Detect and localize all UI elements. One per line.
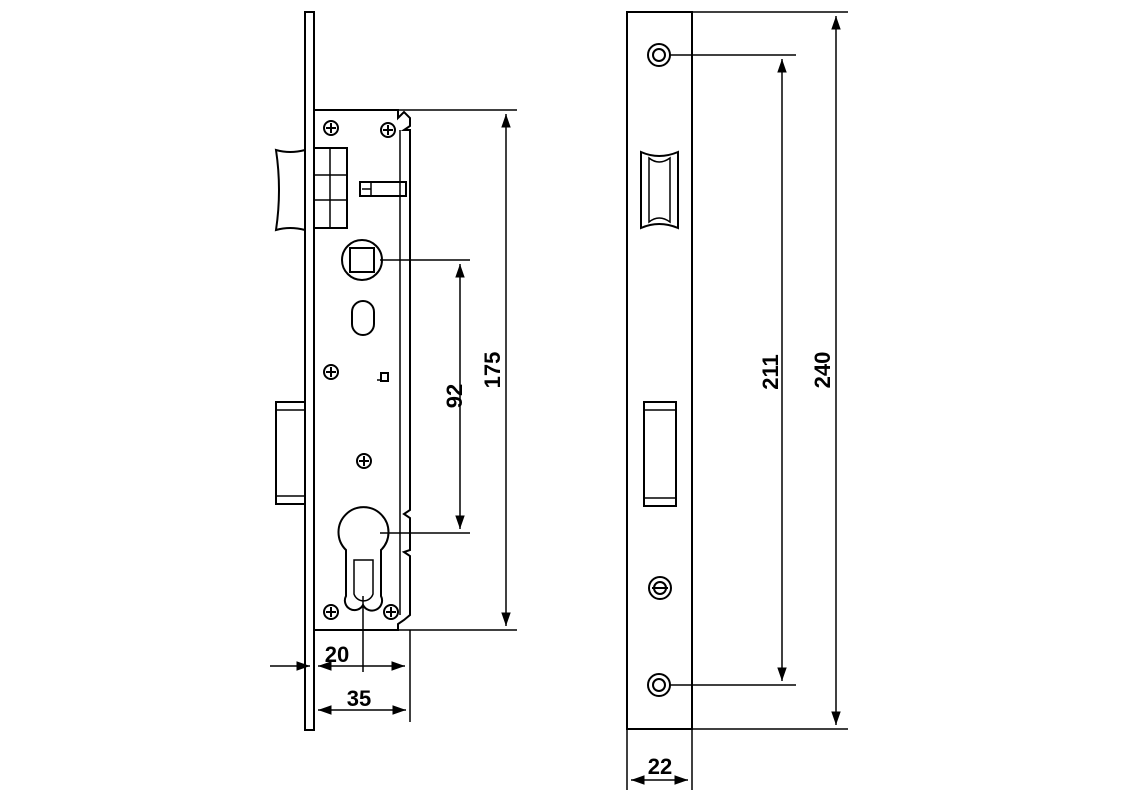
screw-icon bbox=[323, 120, 339, 136]
screw-hole-icon bbox=[647, 43, 671, 67]
dim-22-label: 22 bbox=[648, 754, 672, 779]
slotted-screw-icon bbox=[648, 576, 672, 600]
dim-92-label: 92 bbox=[442, 384, 467, 408]
screw-icon bbox=[380, 122, 396, 138]
screw-icon bbox=[323, 364, 339, 380]
faceplate bbox=[626, 11, 693, 730]
faceplate-side bbox=[304, 11, 315, 731]
latch-slot bbox=[359, 181, 407, 197]
small-marker bbox=[380, 372, 389, 382]
dim-175-label: 175 bbox=[480, 352, 505, 389]
oval-hole bbox=[351, 300, 375, 336]
screw-icon bbox=[323, 604, 339, 620]
screw-icon bbox=[356, 453, 372, 469]
faceplate-front-view bbox=[626, 11, 693, 730]
latch-opening bbox=[640, 150, 679, 230]
bolt-opening bbox=[643, 401, 677, 507]
cylinder-cutout bbox=[337, 506, 390, 612]
right-dimensions: 211 240 22 bbox=[626, 11, 848, 790]
dim-240-label: 240 bbox=[810, 352, 835, 389]
dim-20-label: 20 bbox=[325, 642, 349, 667]
screw-hole-icon bbox=[647, 673, 671, 697]
dim-211-label: 211 bbox=[758, 354, 783, 390]
lock-case bbox=[313, 109, 411, 631]
left-dimensions: 92 175 20 35 bbox=[270, 109, 517, 722]
latch-bolt bbox=[274, 147, 348, 232]
dim-35-label: 35 bbox=[347, 686, 371, 711]
lock-body-front-view bbox=[274, 11, 411, 731]
deadbolt bbox=[275, 401, 306, 505]
follower-square-icon bbox=[341, 239, 383, 281]
screw-icon bbox=[383, 604, 399, 620]
